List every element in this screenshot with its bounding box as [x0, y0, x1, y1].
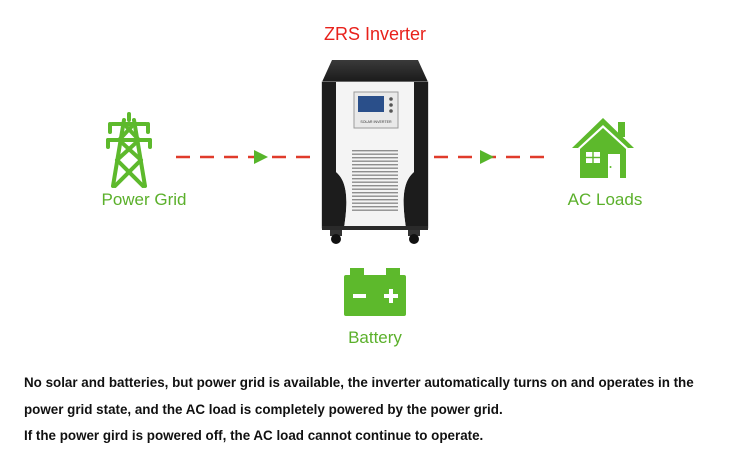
- grid-to-inverter-arrow: [176, 150, 318, 164]
- power-grid-label: Power Grid: [101, 190, 187, 209]
- battery-icon: [344, 268, 406, 316]
- description-line-2: If the power gird is powered off, the AC…: [24, 428, 484, 443]
- description-text: No solar and batteries, but power grid i…: [24, 370, 734, 450]
- inverter-to-loads-arrow: [434, 150, 554, 164]
- house-icon: [572, 118, 634, 178]
- description-line-1: No solar and batteries, but power grid i…: [24, 375, 694, 417]
- battery-label: Battery: [348, 328, 402, 347]
- inverter-unit: SOLAR INVERTER: [321, 60, 429, 244]
- transmission-tower-icon: [106, 112, 152, 188]
- ac-loads-label: AC Loads: [567, 190, 643, 209]
- inverter-panel-label: SOLAR INVERTER: [360, 120, 392, 124]
- diagram-title: ZRS Inverter: [323, 24, 427, 44]
